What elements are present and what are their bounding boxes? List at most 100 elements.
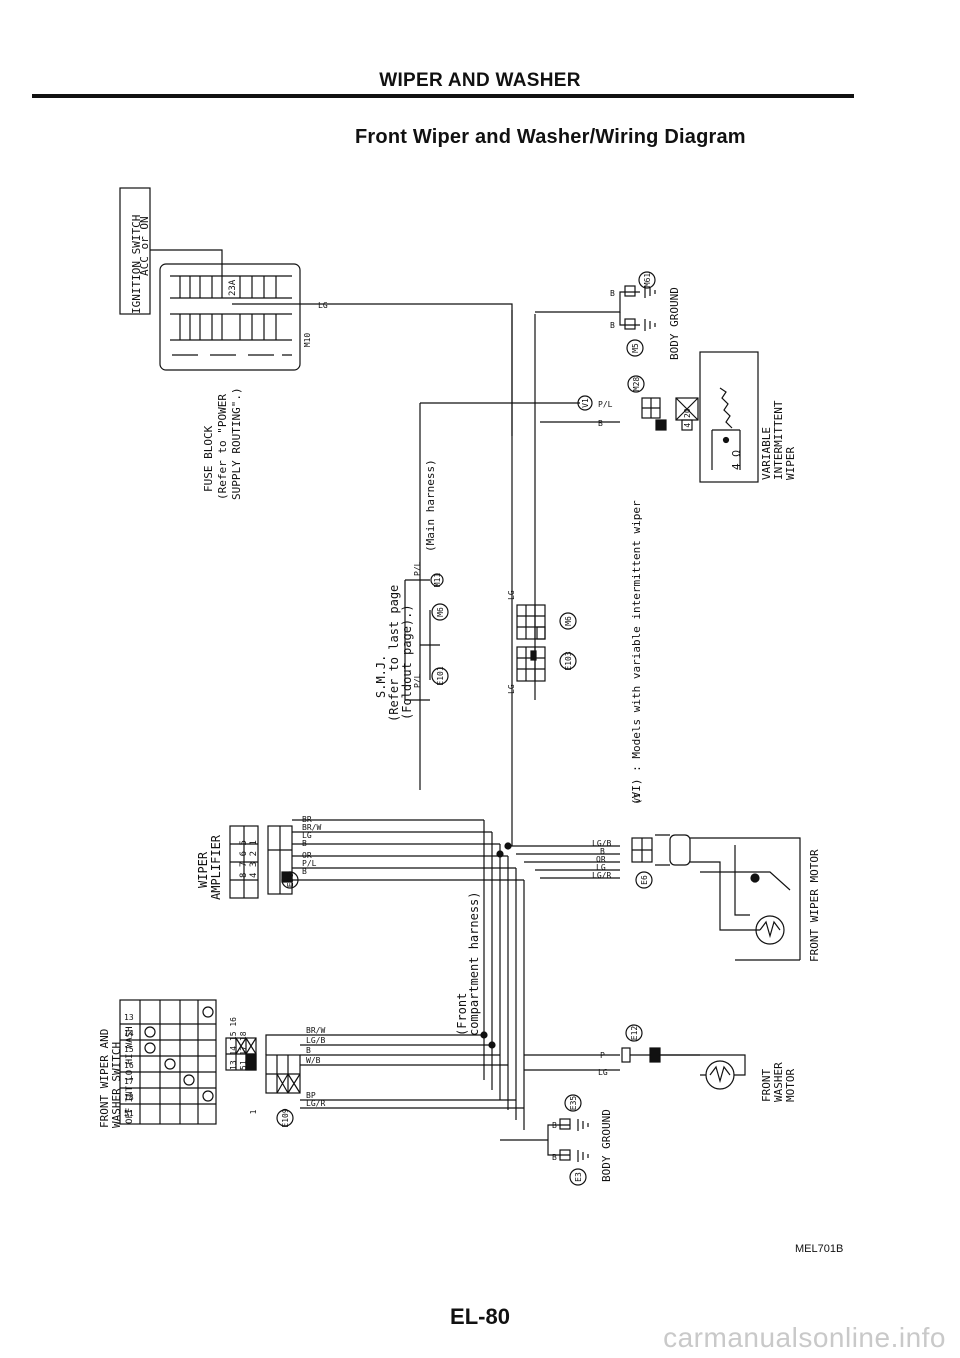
motor-wire-2: B [600, 847, 605, 856]
connector-e103: E103 [564, 651, 573, 670]
front-compartment-label1: (Front [455, 993, 469, 1036]
connector-e101: E101 [436, 666, 445, 685]
switch-row-13: 13 [124, 1013, 134, 1022]
wiper-amp-label2: AMPLIFIER [209, 834, 223, 900]
diagram-title: Front Wiper and Washer/Wiring Diagram [355, 126, 746, 148]
washer-motor-label2: WASHER [772, 1062, 785, 1102]
switch-wire-5: BP [306, 1091, 316, 1100]
connector-m28: M28 [632, 377, 641, 392]
motor-wire-4: LG [596, 863, 606, 872]
wire-b-m5: B [610, 321, 615, 330]
connector-vi-note: VI [633, 793, 642, 803]
connector-v1-pins: 4 20 [683, 408, 692, 427]
connector-pin1: 1 [249, 1109, 258, 1114]
amp-pins-bottom: 4 3 2 1 [249, 840, 259, 878]
wire-ign-fuse [150, 249, 223, 276]
motor-wire-1: LG/B [592, 839, 611, 848]
switch-row-17: 17 [124, 1077, 134, 1086]
connector-m10: M10 [303, 333, 312, 348]
connector-e109: E109 [281, 1108, 290, 1127]
switch-row-16: 16 [124, 1061, 134, 1070]
connector-m11: M11 [433, 573, 442, 588]
fuse-block-ref2: SUPPLY ROUTING".) [230, 387, 243, 500]
switch-row-51: 51 [124, 1109, 134, 1118]
amp-wire-5: OR [302, 851, 312, 860]
amp-wire-4: B [302, 839, 307, 848]
connector-e3: E3 [574, 1172, 583, 1182]
main-harness-label: (Main harness) [424, 459, 437, 552]
switch-label1: FRONT WIPER AND [98, 1029, 111, 1128]
fuse-rating: 23A [228, 279, 238, 296]
washer-motor-label1: FRONT [760, 1069, 773, 1102]
wire-lg-top: LG [318, 301, 328, 310]
switch-wire-6: LG/R [306, 1099, 325, 1108]
smj-ref2: (Foldout page).) [400, 604, 414, 720]
wiper-amp-label1: WIPER [196, 851, 210, 888]
variable-wiper-label3: WIPER [784, 447, 797, 480]
ignition-switch-box [119, 187, 151, 315]
section-title: WIPER AND WASHER [379, 70, 581, 91]
switch-row-15: 15 [124, 1045, 134, 1054]
connector-e6: E6 [640, 875, 649, 885]
switch-wire-3: B [306, 1046, 311, 1055]
amp-wire-2: BR/W [302, 823, 321, 832]
switch-row-14: 14 [124, 1029, 134, 1038]
figure-code: MEL701B [795, 1243, 844, 1255]
sw-pins-bottom: 51 17 18 [239, 1031, 248, 1070]
connector-m5: M5 [631, 343, 640, 353]
connector-e35: E35 [569, 1096, 578, 1111]
wire-b-e35: B [552, 1121, 557, 1130]
motor-wire-3: OR [596, 855, 606, 864]
models-note: (VI) : Models with variable intermittent… [630, 500, 643, 805]
sw-pins-top: 13 14 15 16 [229, 1017, 238, 1070]
washer-motor-label3: MOTOR [784, 1069, 797, 1102]
switch-wire-2: LG/B [306, 1036, 325, 1045]
motor-wire-5: LG/R [592, 871, 611, 880]
front-compartment-label2: compartment harness) [467, 892, 481, 1037]
front-wiper-motor-label: FRONT WIPER MOTOR [808, 849, 821, 962]
switch-header: OFF INT LO HI WASH [125, 1026, 135, 1124]
fuse-block-ref1: (Refer to "POWER [216, 394, 229, 500]
smj-ref1: (Refer to last page [387, 585, 401, 722]
variable-wiper-label2: INTERMITTENT [772, 400, 785, 480]
ignition-switch-label: IGNITION SWITCH [130, 215, 143, 314]
resistor-label: 4 Ω [730, 450, 743, 470]
fuse-block-label: FUSE BLOCK [202, 425, 215, 492]
wire-pl-e101: P/L [413, 673, 422, 688]
connector-m61: M61 [643, 273, 652, 288]
switch-row-18: 18 [124, 1093, 134, 1102]
amp-wire-3: LG [302, 831, 312, 840]
connector-m6: M6 [564, 616, 573, 626]
wire-b-m61: B [610, 289, 615, 298]
body-ground-top-label: BODY GROUND [668, 287, 681, 360]
ignition-switch-state: ACC or ON [138, 216, 151, 276]
wire-lg-washer: LG [598, 1068, 608, 1077]
switch-label2: WASHER SWITCH [110, 1042, 123, 1128]
connector-e38: E38 [286, 873, 295, 888]
body-ground-bottom-label: BODY GROUND [600, 1109, 613, 1182]
smj-label: S.M.J. [374, 655, 388, 698]
wire-lg-mid1: LG [507, 590, 516, 600]
connector-e12: E12 [630, 1026, 639, 1041]
wire-p-washer: P [600, 1051, 605, 1060]
page-number: EL-80 [450, 1304, 510, 1329]
amp-wire-6: P/L [302, 859, 317, 868]
header-rule [32, 94, 854, 98]
amp-pins-top: 8 7 6 5 [239, 840, 249, 878]
wire-lg-mid2: LG [507, 684, 516, 694]
watermark: carmanualsonline.info [663, 1322, 946, 1353]
wire-pl-v1: P/L [598, 400, 613, 409]
switch-wire-4: W/B [306, 1056, 321, 1065]
fuse-block-box [159, 263, 301, 371]
connector-v1: V1 [581, 398, 590, 408]
amp-wire-7: B [302, 867, 307, 876]
switch-wire-1: BR/W [306, 1026, 325, 1035]
wire-pl-m11: P/L [413, 561, 422, 576]
connector-m6-smj: M6 [436, 607, 445, 617]
wire-lg-main [232, 303, 513, 846]
wire-b-e3: B [552, 1153, 557, 1162]
variable-wiper-label1: VARIABLE [760, 427, 773, 480]
amp-wire-1: BR [302, 815, 312, 824]
wire-b-v1: B [598, 419, 603, 428]
